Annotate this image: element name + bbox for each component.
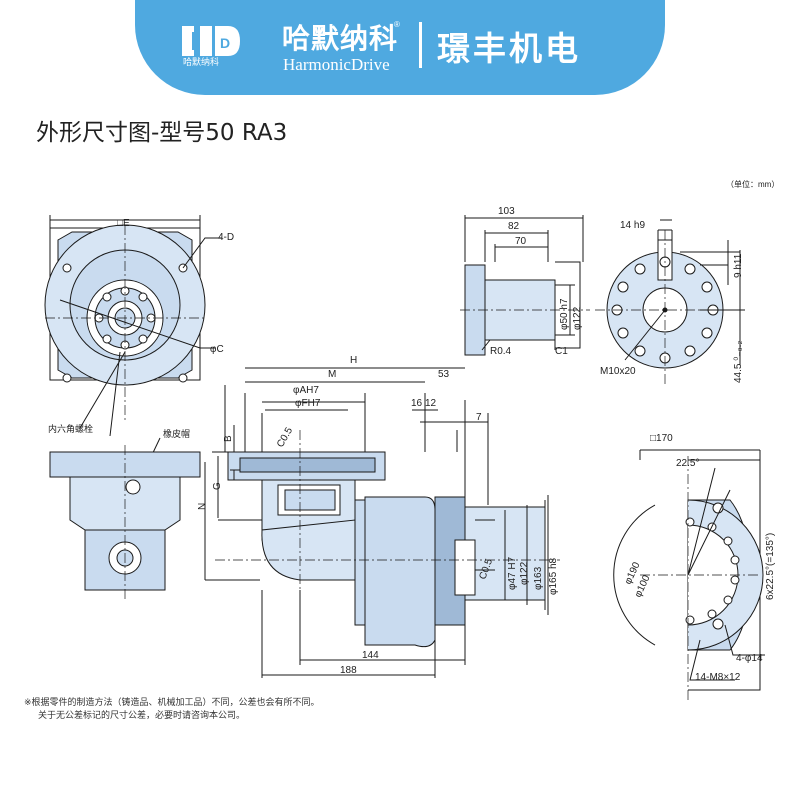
dim-22.5-deg: 22.5° (676, 458, 699, 469)
dim-phi-50-h7: φ50 h7 (559, 298, 570, 330)
logo-text-en: HarmonicDrive (283, 55, 390, 74)
dim-16: 16 (411, 398, 423, 409)
note-tolerance: ※根据零件的制造方法（铸造品、机械加工品）不同，公差也会有所不同。 (24, 698, 320, 708)
dim-C0.5-top: C0.5 (275, 425, 295, 449)
page-title: 外形尺寸图-型号50 RA3 (36, 120, 288, 146)
dim-188: 188 (340, 665, 357, 676)
callout-rubber-plug: 橡皮帽 (163, 428, 190, 440)
dim-7: 7 (476, 412, 482, 423)
logo-mark-text: 哈默纳科 (183, 56, 219, 66)
dim-square-E: □E (117, 218, 130, 229)
dim-44.5: 44.5 ⁰₋₀.₂ (733, 341, 744, 383)
dim-phi-47-H7: φ47 H7 (507, 556, 518, 590)
side-view (49, 445, 201, 600)
dim-4-D: 4-D (218, 232, 234, 243)
callout-socket-bolt: 内六角螺栓 (48, 423, 93, 435)
dim-phi-122-section: φ122 (519, 561, 530, 585)
logo-text-cn: 哈默纳科 (282, 22, 399, 55)
unit-label: （单位：mm） (726, 179, 779, 189)
dim-H: H (350, 355, 357, 366)
dim-C1: C1 (555, 346, 568, 357)
harmonic-drive-logo-icon: D 哈默纳科 (182, 26, 240, 66)
svg-text:D: D (220, 35, 230, 51)
dim-6x22.5-deg: 6x22.5°(=135°) (765, 533, 776, 600)
shaft-view (460, 215, 590, 356)
dim-4-phi-14: 4-φ14 (736, 653, 763, 664)
section-view (204, 367, 560, 678)
dim-70: 70 (515, 236, 527, 247)
dim-82: 82 (508, 221, 520, 232)
dim-14-M8x12: 14-M8×12 (695, 672, 741, 683)
dim-12: 12 (425, 398, 437, 409)
dim-phi-AH7: φAH7 (293, 385, 319, 396)
front-view (44, 215, 222, 481)
dim-53: 53 (438, 369, 450, 380)
note-consult: 关于无公差标记的尺寸公差，必要时请咨询本公司。 (38, 711, 246, 721)
dim-14-h9: 14 h9 (620, 220, 645, 231)
dim-square-170: □170 (650, 433, 673, 444)
dim-phi-C: φC (210, 344, 224, 355)
dim-N: N (197, 503, 208, 510)
header-divider (419, 22, 422, 68)
dim-G: G (212, 482, 223, 490)
dim-9-h11: 9 h11 (733, 253, 744, 278)
logo-registered: ® (394, 20, 400, 29)
dim-M10x20: M10x20 (600, 366, 636, 377)
dim-R0.4: R0.4 (490, 346, 512, 357)
end-view (595, 219, 745, 385)
dim-103: 103 (498, 206, 515, 217)
company-name: 璟丰机电 (437, 29, 581, 68)
dim-144: 144 (362, 650, 379, 661)
dim-M: M (328, 369, 336, 380)
dim-phi-122: φ122 (572, 306, 583, 330)
dim-phi-163: φ163 (533, 566, 544, 590)
dim-phi-FH7: φFH7 (295, 398, 321, 409)
dim-phi-165-h8: φ165 h8 (548, 557, 559, 595)
flange-view (613, 449, 765, 700)
dim-B: B (223, 435, 234, 442)
